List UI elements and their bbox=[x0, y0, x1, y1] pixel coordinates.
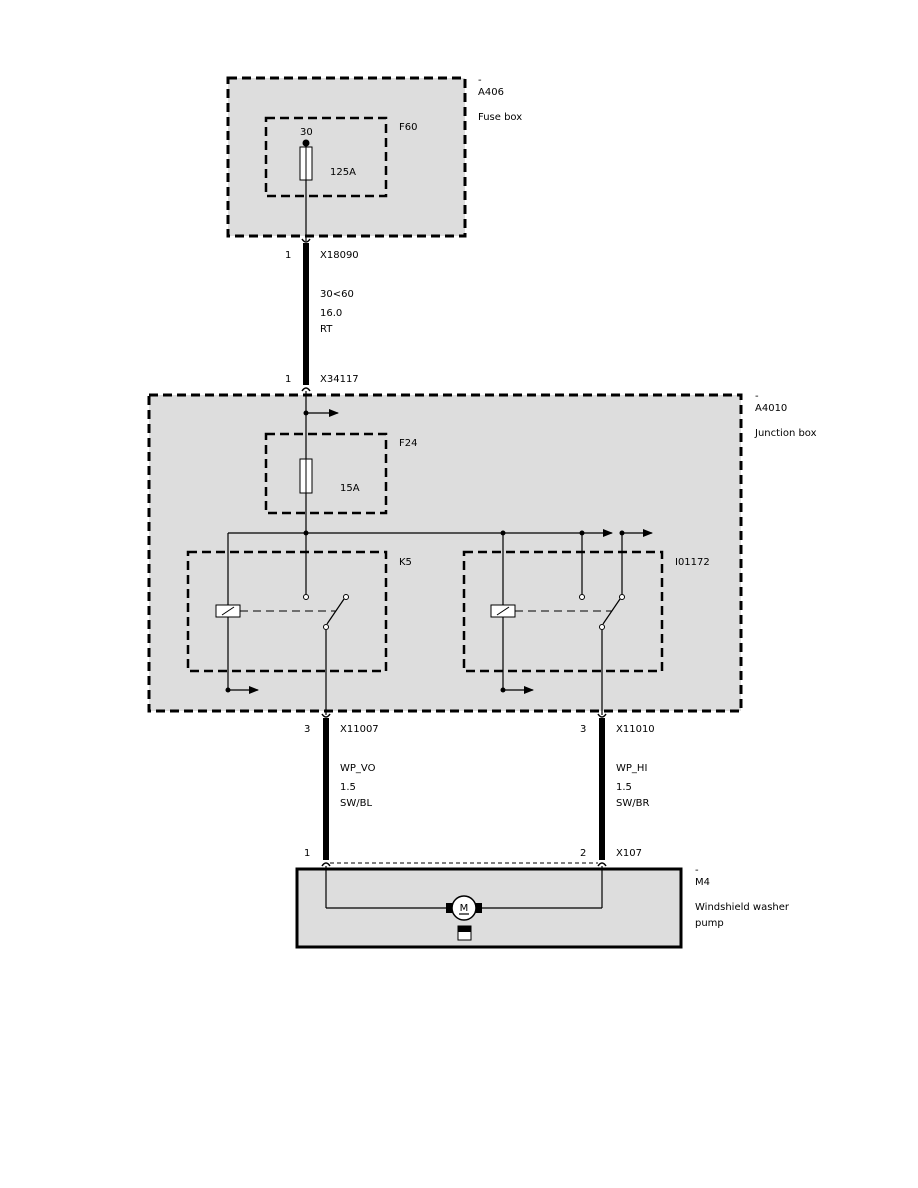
motor-symbol-label: M bbox=[460, 903, 469, 914]
x34117-pin: 1 bbox=[285, 374, 291, 385]
junction-box-name: Junction box bbox=[754, 428, 817, 439]
wire-wp-hi-circuit: WP_HI bbox=[616, 763, 647, 774]
fuse-box-dot: - bbox=[478, 75, 482, 86]
relay-k5-contact bbox=[343, 594, 349, 600]
wire-wp-hi-color: SW/BR bbox=[616, 798, 649, 809]
wire-main-circuit: 30<60 bbox=[320, 289, 354, 300]
relay-i01172-outline bbox=[462, 550, 664, 673]
x18090-pin: 1 bbox=[285, 250, 291, 261]
fuse-box-name: Fuse box bbox=[478, 112, 522, 123]
fuse-box-id: A406 bbox=[478, 87, 504, 98]
fuse-box-a406 bbox=[226, 76, 467, 238]
connector-x34117-symbol bbox=[301, 387, 311, 392]
wire-wp-vo-color: SW/BL bbox=[340, 798, 372, 809]
relay-i01172-contact bbox=[599, 624, 605, 630]
wire-main-color: RT bbox=[320, 324, 333, 335]
relay-k5-id: K5 bbox=[399, 557, 412, 568]
pump-name-line1: Windshield washer bbox=[695, 902, 790, 913]
relay-k5-contact bbox=[323, 624, 329, 630]
motor-brush-right bbox=[475, 903, 482, 913]
wire-wp-hi-gauge: 1.5 bbox=[616, 782, 632, 793]
relay-i01172-contact bbox=[579, 594, 585, 600]
junction-box-id: A4010 bbox=[755, 403, 787, 414]
x34117-id: X34117 bbox=[320, 374, 359, 385]
fuse-f60-terminal: 30 bbox=[300, 127, 313, 138]
connector-x107-right-symbol bbox=[597, 862, 607, 867]
fuse-f60-rating: 125A bbox=[330, 167, 356, 178]
x107-id: X107 bbox=[616, 848, 642, 859]
x107-pin-right: 2 bbox=[580, 848, 586, 859]
motor-icon bbox=[451, 895, 477, 921]
connector-x11010-symbol bbox=[597, 713, 607, 718]
relay-k5-contact bbox=[303, 594, 309, 600]
wire-main-gauge: 16.0 bbox=[320, 308, 342, 319]
fuse-f24-rating: 15A bbox=[340, 483, 360, 494]
x11010-pin: 3 bbox=[580, 724, 586, 735]
fuse-f60-outline bbox=[264, 116, 388, 198]
junction-box-dot: - bbox=[755, 391, 759, 402]
x11007-id: X11007 bbox=[340, 724, 379, 735]
relay-i01172-id: I01172 bbox=[675, 557, 710, 568]
wire-wp-vo-gauge: 1.5 bbox=[340, 782, 356, 793]
fuse-f24-id: F24 bbox=[399, 438, 417, 449]
pump-name-line2: pump bbox=[695, 918, 724, 929]
pump-dot: - bbox=[695, 865, 699, 876]
x11007-pin: 3 bbox=[304, 724, 310, 735]
wire-wp-vo-circuit: WP_VO bbox=[340, 763, 376, 774]
fuse-f60-id: F60 bbox=[399, 122, 417, 133]
connector-x11007-symbol bbox=[321, 713, 331, 718]
fuse-f24-outline bbox=[264, 432, 388, 515]
relay-i01172-contact bbox=[619, 594, 625, 600]
relay-k5-outline bbox=[186, 550, 388, 673]
pump-id: M4 bbox=[695, 877, 710, 888]
connector-x107-left-symbol bbox=[321, 862, 331, 867]
connector-x18090-symbol bbox=[301, 238, 311, 243]
x18090-id: X18090 bbox=[320, 250, 359, 261]
x107-pin-left: 1 bbox=[304, 848, 310, 859]
x11010-id: X11010 bbox=[616, 724, 655, 735]
relay-i01172-switch bbox=[602, 598, 621, 625]
motor-brush-left bbox=[446, 903, 453, 913]
relay-k5-switch bbox=[326, 598, 345, 625]
